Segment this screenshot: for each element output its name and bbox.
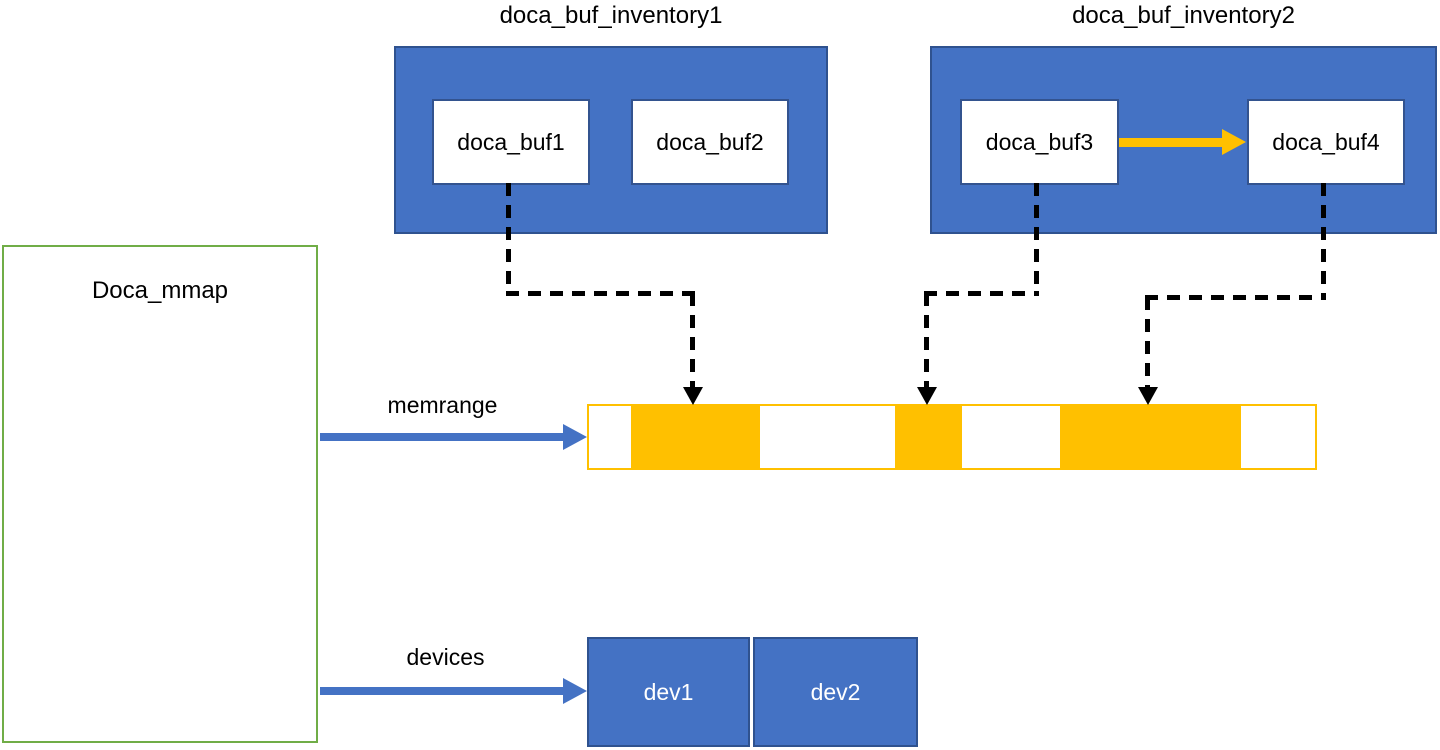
memrange-segment-unmapped — [589, 406, 631, 468]
doca-buf3-box: doca_buf3 — [960, 99, 1119, 185]
buf1-connector-horizontal — [506, 291, 698, 296]
buf1-connector-arrow-head-icon — [683, 387, 703, 405]
memrange-arrow-shaft — [320, 433, 563, 441]
dev1-label: dev1 — [643, 678, 694, 705]
buf4-connector-vertical-bottom — [1145, 297, 1150, 387]
memrange-segment-mapped — [631, 406, 760, 468]
buf4-connector-horizontal — [1145, 295, 1326, 300]
buf4-connector-arrow-head-icon — [1138, 387, 1158, 405]
buf1-connector-vertical-bottom — [690, 293, 695, 387]
dev1-box: dev1 — [587, 637, 750, 747]
buf4-connector-vertical-top — [1321, 183, 1326, 297]
buf3-to-buf4-arrow-shaft — [1119, 138, 1223, 147]
buf3-connector-vertical-top — [1034, 183, 1039, 293]
memrange-segment-mapped — [1060, 406, 1241, 468]
doca-mmap-label: Doca_mmap — [91, 277, 229, 304]
doca-buf4-box: doca_buf4 — [1247, 99, 1405, 185]
memrange-label: memrange — [387, 392, 498, 418]
memrange-segment-unmapped — [760, 406, 895, 468]
doca-buf2-box: doca_buf2 — [631, 99, 789, 185]
inventory1-title: doca_buf_inventory1 — [499, 2, 723, 29]
memrange-segment-mapped — [895, 406, 962, 468]
doca-mmap-box: Doca_mmap — [2, 245, 318, 743]
doca-buf3-label: doca_buf3 — [985, 128, 1094, 155]
inventory2-title: doca_buf_inventory2 — [1072, 2, 1295, 29]
doca-buf1-label: doca_buf1 — [457, 128, 565, 155]
doca-buf2-label: doca_buf2 — [656, 128, 764, 155]
buf3-connector-vertical-bottom — [924, 293, 929, 387]
buf1-connector-vertical-top — [506, 183, 511, 293]
memrange-segment-unmapped — [962, 406, 1060, 468]
memrange-arrow-head-icon — [563, 424, 587, 450]
inventory1-box: doca_buf1 doca_buf2 — [394, 46, 828, 234]
buf3-to-buf4-arrow-head-icon — [1222, 129, 1246, 155]
devices-label: devices — [406, 644, 485, 670]
dev2-box: dev2 — [753, 637, 918, 747]
doca-buf4-label: doca_buf4 — [1272, 128, 1380, 155]
devices-arrow-shaft — [320, 687, 563, 695]
buf3-connector-horizontal — [924, 291, 1039, 296]
inventory2-box: doca_buf3 doca_buf4 — [930, 46, 1437, 234]
memrange-bar — [587, 404, 1317, 470]
devices-arrow-head-icon — [563, 678, 587, 704]
doca-buf1-box: doca_buf1 — [432, 99, 590, 185]
buf3-connector-arrow-head-icon — [917, 387, 937, 405]
dev2-label: dev2 — [810, 678, 861, 705]
memrange-segment-unmapped — [1241, 406, 1315, 468]
